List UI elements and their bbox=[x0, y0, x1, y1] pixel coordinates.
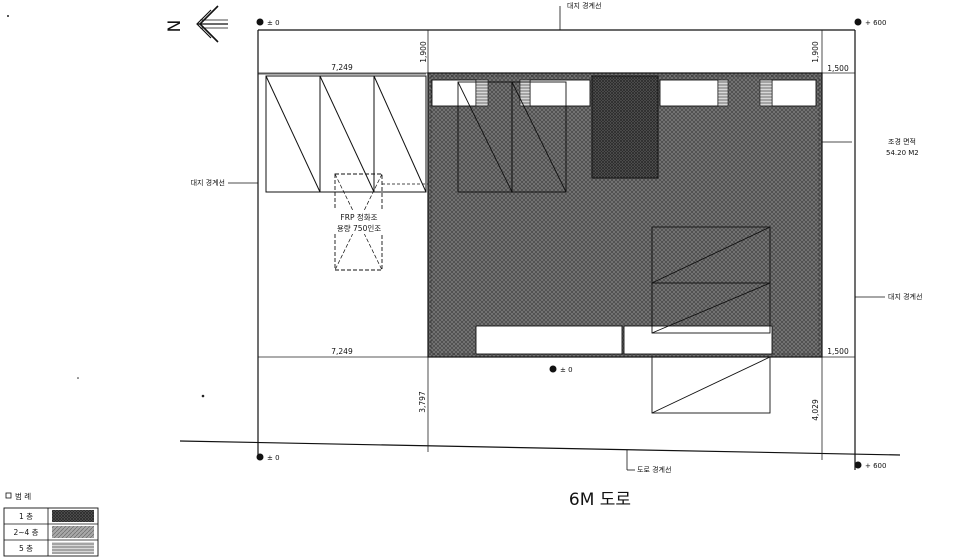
legend-title: 범 례 bbox=[15, 491, 31, 501]
landscape-area-note: 조경 면적 54.20 M2 bbox=[822, 137, 919, 157]
north-label: N bbox=[165, 20, 185, 33]
boundary-label-top: 대지 경계선 bbox=[559, 1, 601, 30]
svg-text:도로 경계선: 도로 경계선 bbox=[637, 465, 671, 474]
tank-label-line1: FRP 정화조 bbox=[340, 212, 377, 222]
scan-specks bbox=[7, 15, 205, 398]
legend-swatch-1 bbox=[52, 510, 94, 522]
svg-text:± 0: ± 0 bbox=[267, 454, 280, 462]
level-marker-bottom-right: + 600 bbox=[854, 461, 886, 470]
building-footprint bbox=[427, 72, 823, 358]
svg-text:54.20 M2: 54.20 M2 bbox=[886, 149, 919, 157]
north-arrow-icon: N bbox=[165, 5, 228, 43]
dim-top-right-setback: 1,900 bbox=[811, 41, 820, 63]
dim-top-width: 7,249 bbox=[331, 63, 353, 72]
level-marker-top-left: ± 0 bbox=[256, 18, 280, 27]
road-label: 6M 도로 bbox=[569, 490, 631, 510]
boundary-label-left: 대지 경계선 bbox=[191, 178, 258, 187]
svg-text:± 0: ± 0 bbox=[560, 366, 573, 374]
site-boundary bbox=[179, 29, 901, 470]
dim-bottom-width: 7,249 bbox=[331, 347, 353, 356]
dim-right-bottom: 1,500 bbox=[827, 347, 849, 356]
boundary-label-bottom: 도로 경계선 bbox=[626, 450, 671, 474]
legend: 범 례 1 층 2~4 층 5 층 bbox=[3, 491, 99, 557]
legend-row-1-label: 1 층 bbox=[19, 512, 33, 521]
svg-text:± 0: ± 0 bbox=[267, 19, 280, 27]
stair-diagonals bbox=[457, 81, 771, 334]
legend-row-2-label: 2~4 층 bbox=[13, 528, 38, 537]
dim-bottom-left-setback: 3,797 bbox=[418, 391, 427, 413]
svg-text:대지 경계선: 대지 경계선 bbox=[191, 178, 225, 187]
legend-swatch-3 bbox=[52, 542, 94, 554]
boundary-label-right: 대지 경계선 bbox=[855, 292, 922, 301]
dim-bottom-right-setback: 4,029 bbox=[811, 399, 820, 421]
svg-text:대지 경계선: 대지 경계선 bbox=[888, 292, 922, 301]
svg-text:대지 경계선: 대지 경계선 bbox=[567, 1, 601, 10]
legend-row-3-label: 5 층 bbox=[19, 544, 33, 553]
svg-text:+ 600: + 600 bbox=[865, 19, 886, 27]
entrance-canopy bbox=[651, 356, 771, 414]
dim-top-left-setback: 1,900 bbox=[419, 41, 428, 63]
dim-right-top: 1,500 bbox=[827, 64, 849, 73]
svg-text:조경 면적: 조경 면적 bbox=[888, 137, 916, 146]
level-marker-center: ± 0 bbox=[549, 365, 573, 374]
svg-text:+ 600: + 600 bbox=[865, 462, 886, 470]
level-marker-top-right: + 600 bbox=[854, 18, 886, 27]
tank-label-line2: 용량 750인조 bbox=[337, 223, 381, 233]
parking-area bbox=[265, 75, 427, 193]
septic-tank: FRP 정화조 용량 750인조 bbox=[333, 173, 428, 271]
level-marker-bottom-left: ± 0 bbox=[256, 453, 280, 462]
legend-swatch-2 bbox=[52, 526, 94, 538]
